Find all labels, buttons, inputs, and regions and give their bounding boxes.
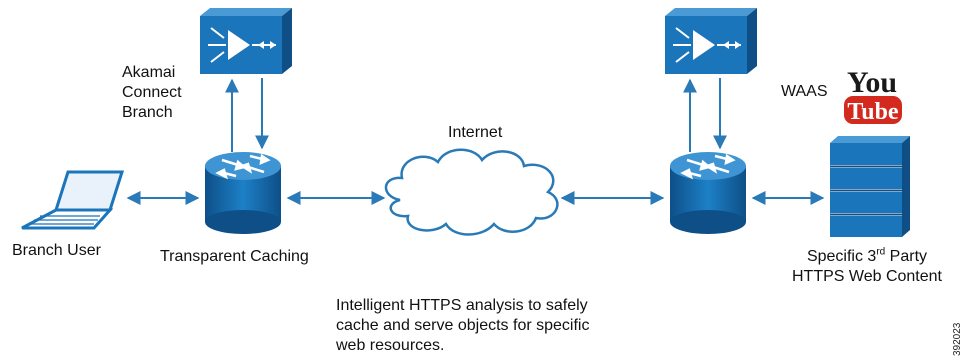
waas-appliance-icon (665, 8, 757, 74)
akamai-label-line3: Branch (122, 104, 173, 121)
internet-cloud-icon (384, 148, 559, 236)
third-party-content-line2: HTTPS Web Content (792, 268, 942, 285)
akamai-label: Akamai Connect Branch (122, 63, 182, 123)
caching-note-line3: web resources. (336, 337, 445, 354)
web-server-stack-icon (830, 136, 910, 237)
transparent-caching-label: Transparent Caching (160, 248, 309, 265)
akamai-label-line2: Connect (122, 84, 182, 101)
third-party-content-line1: Specific 3rd Party (772, 247, 962, 267)
third-party-line1-sup: rd (876, 246, 886, 258)
third-party-line1-pre: Specific 3 (806, 248, 877, 265)
akamai-label-line1: Akamai (122, 64, 176, 81)
datacenter-router-icon (670, 152, 746, 234)
third-party-line1-post: Party (885, 248, 928, 265)
akamai-waas-appliance-icon (200, 8, 292, 74)
caching-note-line2: cache and serve objects for specific (336, 317, 590, 334)
waas-label: WAAS (781, 83, 828, 100)
internet-label: Internet (448, 124, 503, 141)
youtube-logo: You Tube (844, 66, 902, 125)
youtube-logo-tube: Tube (847, 99, 899, 125)
third-party-content-label: Specific 3rd Party HTTPS Web Content (772, 247, 962, 287)
laptop-icon (21, 170, 125, 230)
branch-user-label: Branch User (12, 242, 101, 259)
caching-note: Intelligent HTTPS analysis to safely cac… (336, 296, 589, 356)
branch-router-icon (205, 152, 281, 234)
youtube-logo-you: You (847, 66, 897, 99)
figure-id: 392023 (952, 322, 963, 356)
caching-note-line1: Intelligent HTTPS analysis to safely (336, 297, 588, 314)
